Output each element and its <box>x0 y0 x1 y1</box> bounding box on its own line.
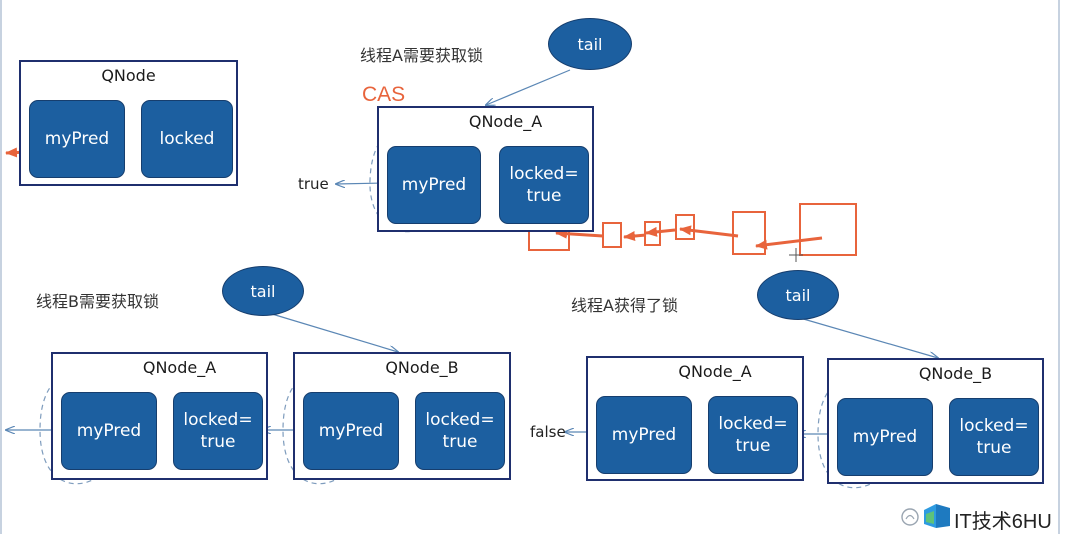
cas-label: CAS <box>362 83 406 106</box>
qnode-a-right-box: QNode_A myPred locked= true <box>586 356 804 481</box>
qnode-a-left-locked-field: locked= true <box>173 392 263 470</box>
thread-a-acquired-heading: 线程A获得了锁 <box>571 296 678 315</box>
tail-pointer-left: tail <box>222 266 304 316</box>
tail-to-node-b-left <box>271 313 398 352</box>
qnode-a-left-title: QNode_A <box>142 358 217 377</box>
qnode-a-right-locked-field: locked= true <box>708 396 798 474</box>
cas-mark-6 <box>799 203 857 256</box>
return-false-label: false <box>530 423 566 441</box>
tail-to-node-a-top <box>486 69 571 105</box>
qnode-b-left-locked-field: locked= true <box>415 392 505 470</box>
tail-pointer-top: tail <box>548 18 632 70</box>
thread-b-acquire-heading: 线程B需要获取锁 <box>36 292 159 311</box>
right-slide-edge <box>1058 0 1060 534</box>
qnode-a-top-locked-field: locked= true <box>499 146 589 224</box>
legend-locked-field: locked <box>141 100 233 178</box>
cas-mark-3 <box>644 221 661 246</box>
qnode-a-right-title: QNode_A <box>678 362 752 381</box>
qnode-b-right-locked-field: locked= true <box>949 398 1039 476</box>
left-slide-edge <box>0 0 2 534</box>
qnode-a-top-box: QNode_A myPred locked= true <box>377 106 594 232</box>
cas-arrow-4 <box>623 231 647 241</box>
cas-mark-5 <box>732 211 766 255</box>
cas-arrow-1 <box>755 236 823 250</box>
qnode-a-left-box: QNode_A myPred locked= true <box>51 352 268 480</box>
legend-qnode-box: QNode myPred locked <box>19 60 238 186</box>
thread-a-acquire-heading: 线程A需要获取锁 <box>360 46 483 65</box>
return-true-label: true <box>298 175 329 193</box>
cursor-mark <box>789 248 803 262</box>
legend-qnode-title: QNode <box>101 66 156 85</box>
qnode-a-right-mypred-field: myPred <box>596 396 692 474</box>
tail-to-node-b-right <box>799 317 938 358</box>
cas-arrow-5 <box>555 228 604 239</box>
cas-mark-4 <box>675 214 695 240</box>
qnode-a-top-mypred-field: myPred <box>387 146 481 224</box>
watermark-text: IT技术6HU <box>954 511 1052 533</box>
qnode-b-right-box: QNode_B myPred locked= true <box>827 358 1044 484</box>
watermark-logo-icon <box>901 504 950 528</box>
qnode-a-top-title: QNode_A <box>468 112 543 131</box>
legend-mypred-field: myPred <box>29 100 125 178</box>
tail-pointer-right: tail <box>757 270 839 320</box>
cas-arrow-3 <box>645 226 676 237</box>
cas-mark-2 <box>602 222 622 248</box>
qnode-b-left-title: QNode_B <box>385 358 459 377</box>
qnode-a-left-mypred-field: myPred <box>61 392 157 470</box>
cas-arrow-2 <box>679 225 739 238</box>
qnode-b-right-title: QNode_B <box>918 364 993 383</box>
qnode-b-left-box: QNode_B myPred locked= true <box>293 352 511 480</box>
qnode-b-right-mypred-field: myPred <box>837 398 933 476</box>
qnode-b-left-mypred-field: myPred <box>303 392 399 470</box>
